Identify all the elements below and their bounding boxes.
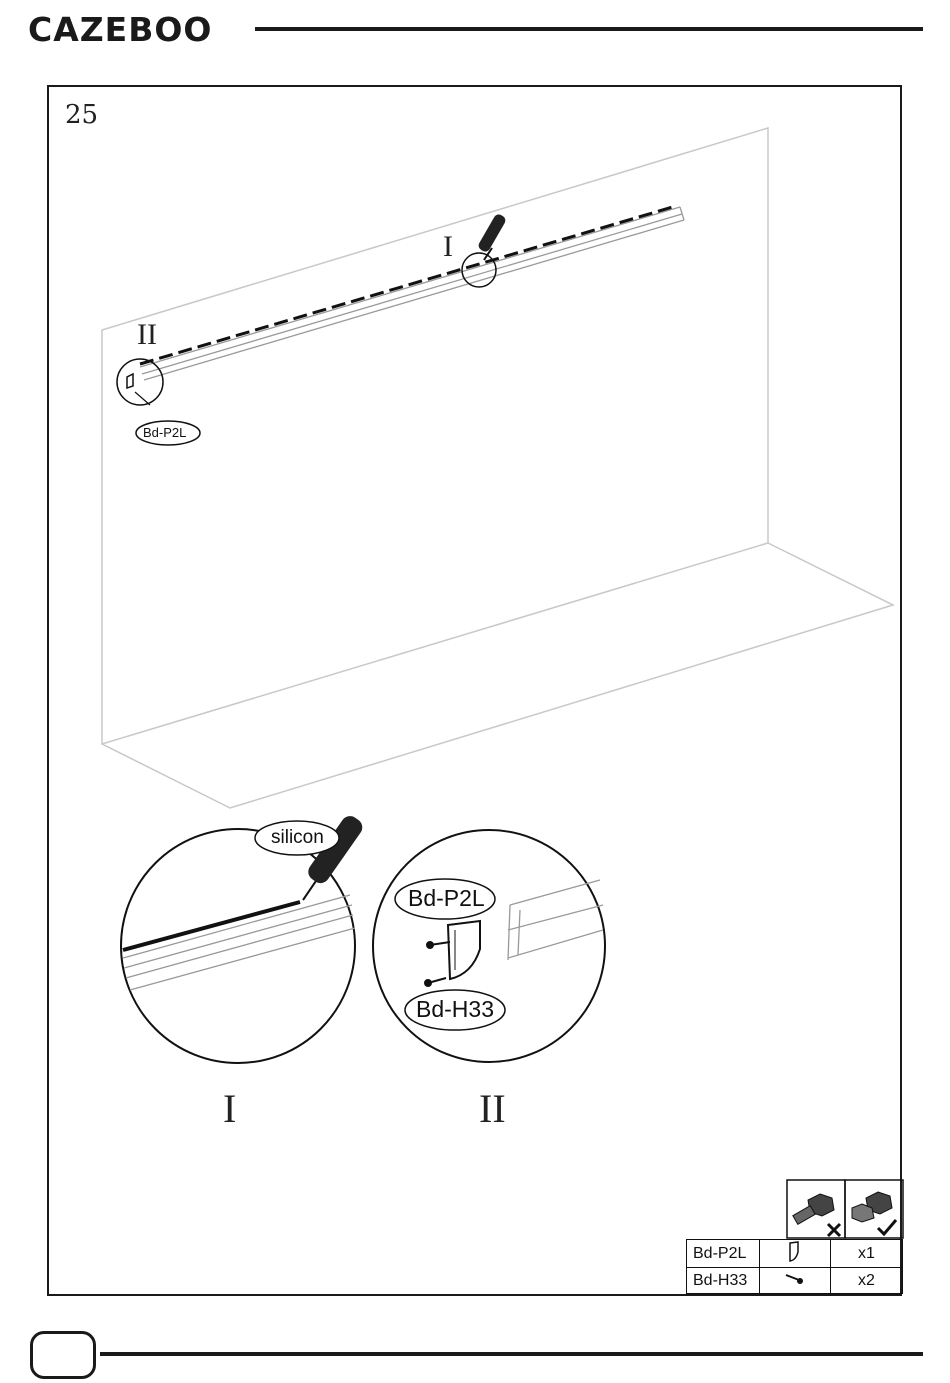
table-row: Bd-H33 x2 bbox=[687, 1268, 903, 1294]
part-qty: x1 bbox=[831, 1240, 903, 1268]
detail-II-big-circle bbox=[373, 830, 605, 1062]
bolt-not-tightened-icon bbox=[793, 1194, 840, 1236]
part-tag-label: Bd-P2L bbox=[143, 425, 186, 440]
end-cap-icon bbox=[787, 1240, 803, 1262]
silicon-bead bbox=[140, 206, 676, 364]
bd-h33-callout: Bd-H33 bbox=[416, 996, 494, 1023]
detail-II-label: II bbox=[137, 318, 157, 352]
bd-p2l-callout: Bd-P2L bbox=[408, 885, 485, 912]
screw-icon bbox=[783, 1271, 807, 1285]
footer-rule bbox=[100, 1352, 923, 1356]
part-qty: x2 bbox=[831, 1268, 903, 1294]
part-code: Bd-H33 bbox=[687, 1268, 760, 1294]
silicon-callout: silicon bbox=[271, 827, 324, 849]
end-cap-small-icon bbox=[127, 374, 133, 388]
part-code: Bd-P2L bbox=[687, 1240, 760, 1268]
detail-I-caption: I bbox=[223, 1085, 236, 1132]
bolt-tightened-icon bbox=[852, 1192, 896, 1234]
parts-table: Bd-P2L x1 Bd-H33 x2 bbox=[686, 1239, 903, 1294]
table-row: Bd-P2L x1 bbox=[687, 1240, 903, 1268]
detail-I-label: I bbox=[443, 230, 453, 264]
page-number-box bbox=[30, 1331, 96, 1379]
end-cap-large-icon bbox=[448, 921, 480, 979]
detail-II-rail bbox=[508, 880, 603, 960]
detail-II-circle bbox=[117, 359, 163, 405]
detail-II-caption: II bbox=[479, 1085, 506, 1132]
screw-pair-icon bbox=[425, 942, 450, 986]
